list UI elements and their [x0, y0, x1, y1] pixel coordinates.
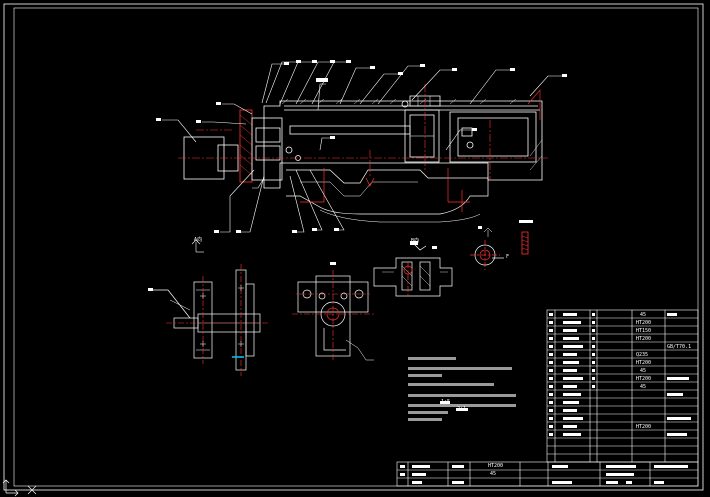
side-view-marks [148, 285, 244, 347]
bom-material: 45 [640, 312, 647, 318]
bom-material: HT200 [636, 336, 652, 342]
title-block [396, 461, 699, 487]
title-material-ht: HT200 [488, 463, 504, 469]
technical-requirements-notes [408, 357, 516, 421]
tolerance-notes [440, 401, 468, 411]
detail-f-circle [470, 227, 504, 270]
main-view-leaders [162, 61, 562, 233]
bom-material: HT200 [636, 424, 652, 430]
bom-material: HT150 [636, 328, 652, 334]
scale-b-label: 2:1 [457, 406, 467, 412]
detail-b-section [373, 243, 453, 298]
bom-material: Q235 [636, 352, 649, 358]
bom-material: HT200 [636, 320, 652, 326]
main-section-view [183, 89, 543, 223]
view-b-label: B向 [411, 238, 420, 244]
spring-pin-part [521, 231, 529, 255]
bom-material: 45 [640, 384, 647, 390]
title-material-45: 45 [490, 471, 497, 477]
detail-b-label [410, 241, 437, 249]
front-view-part [297, 275, 374, 361]
scale-a-label: 1:5 [441, 399, 451, 405]
bom-cell-text [549, 313, 691, 436]
side-view [150, 269, 261, 371]
main-view-centerlines [178, 84, 548, 180]
front-view-label [330, 262, 336, 265]
ucs-icon [2, 479, 37, 497]
view-a-callout [191, 239, 204, 253]
arrow-f-label: F [506, 254, 510, 260]
title-block-text [400, 465, 688, 484]
view-a-label: A向 [194, 237, 203, 243]
detail-f-arrow-labels [478, 226, 482, 229]
bom-material: HT200 [636, 376, 652, 382]
bom-material: 45 [640, 368, 647, 374]
front-view-centerlines [292, 270, 374, 362]
side-view-centerlines [166, 264, 268, 376]
main-view-ref-numbers [156, 60, 567, 233]
spring-label [519, 220, 533, 223]
drawing-frame [3, 3, 704, 491]
bom-material: HT200 [636, 360, 652, 366]
bom-standard: GB/T70.1 [667, 344, 692, 350]
